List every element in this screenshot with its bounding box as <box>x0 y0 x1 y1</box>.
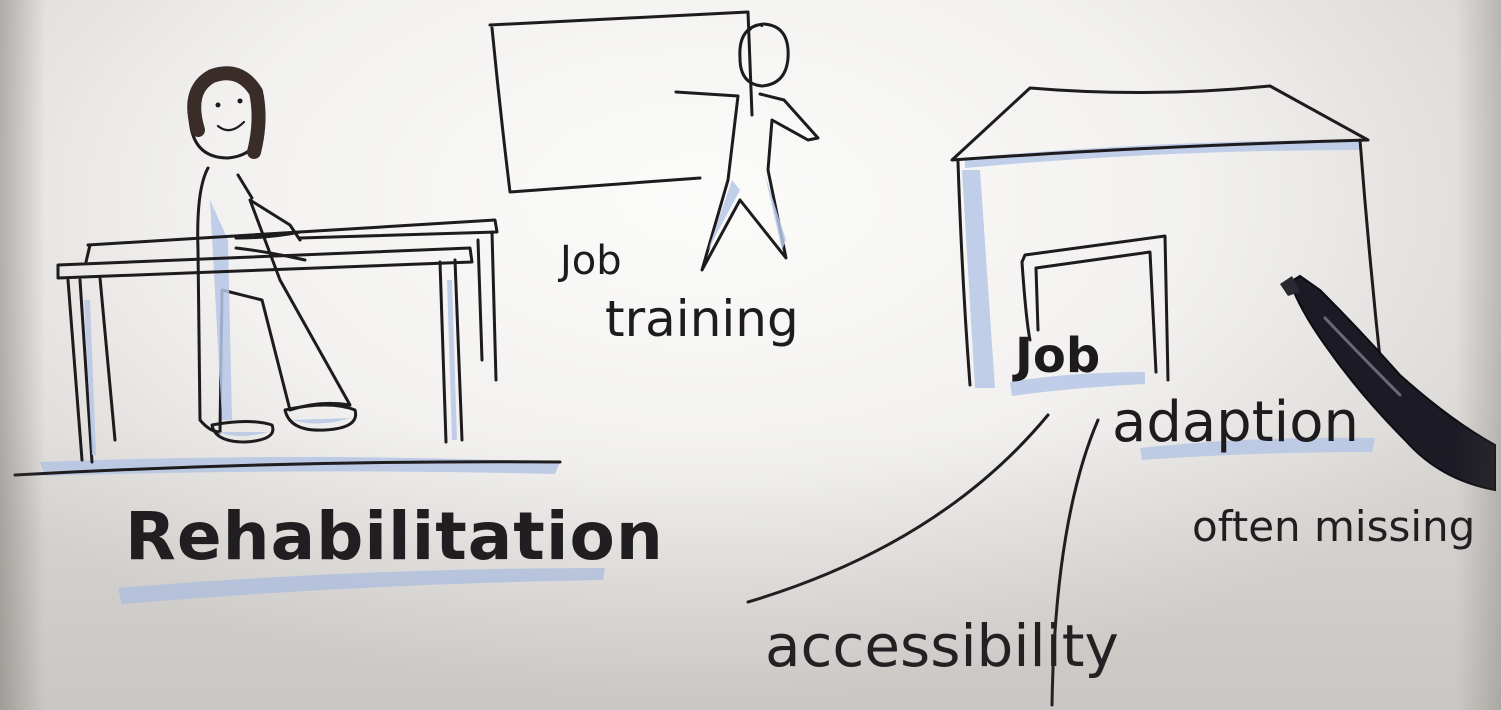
person-arm <box>234 230 307 262</box>
person-smile <box>216 120 246 132</box>
job-underline <box>1010 372 1145 396</box>
person-body-shade <box>210 200 232 420</box>
building-roof <box>950 84 1370 162</box>
marker-pen <box>1288 274 1496 492</box>
trainer-head <box>738 22 790 88</box>
building-roof-shade <box>965 140 1360 168</box>
job-adaption-label-line1: Job <box>1015 328 1101 384</box>
marker-pen-highlight <box>1323 316 1402 397</box>
rehabilitation-label: Rehabilitation <box>125 498 664 575</box>
door-frame <box>1020 234 1170 382</box>
marker-pen-tip <box>1280 276 1300 296</box>
rehabilitation-illustration <box>13 66 605 604</box>
person-hair <box>187 66 266 159</box>
job-adaption-illustration <box>746 84 1496 707</box>
adaption-underline <box>1140 437 1375 460</box>
trainer-body <box>674 90 820 272</box>
person-eye-right <box>237 98 243 104</box>
person-foot-left <box>210 420 275 444</box>
building-wall-shade <box>962 170 995 388</box>
rehabilitation-underline <box>118 568 605 604</box>
trainer-shade <box>708 175 786 250</box>
job-training-label-line2: training <box>605 290 799 348</box>
accessibility-pointer <box>746 413 1100 707</box>
table-leg-shade <box>84 280 457 455</box>
whiteboard <box>488 10 754 194</box>
job-adaption-label-line2: adaption <box>1112 390 1359 455</box>
table-top <box>56 218 499 280</box>
person-foot-right <box>283 403 358 432</box>
floor-line <box>13 460 562 477</box>
table-legs <box>66 230 498 464</box>
job-training-illustration <box>488 10 820 272</box>
accessibility-label: accessibility <box>765 612 1119 680</box>
floor-shadow <box>40 457 560 476</box>
job-training-label-line1: Job <box>560 238 622 284</box>
often-missing-label: often missing <box>1192 502 1476 551</box>
trainer-hair <box>748 23 764 32</box>
person-eye-left <box>215 102 221 108</box>
feet-shade <box>218 418 350 436</box>
